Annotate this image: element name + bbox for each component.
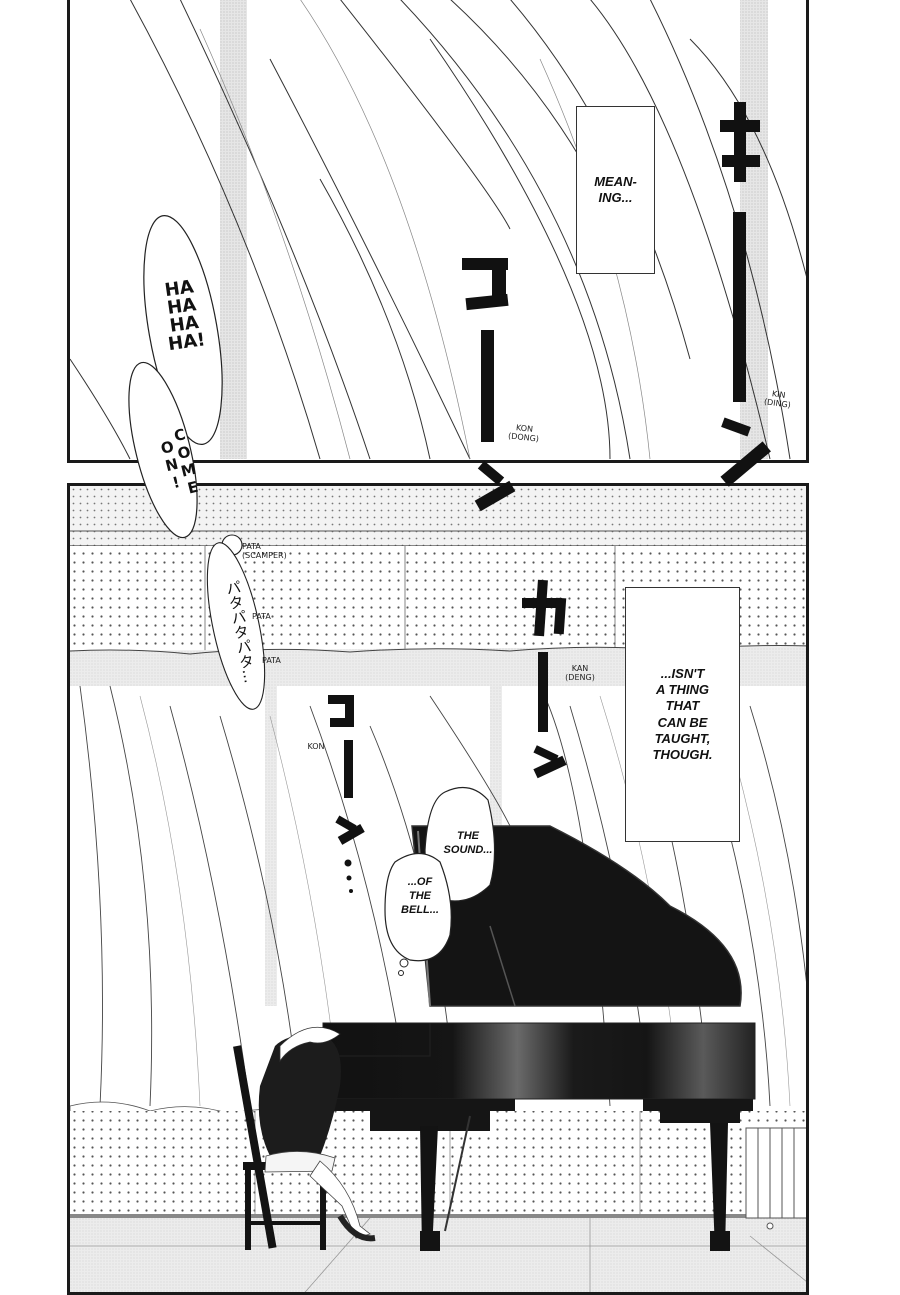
sfx-kan-glyph	[522, 579, 567, 779]
sfx-kon-glyph	[462, 258, 516, 512]
sfx-pata-translation-2: PATA	[252, 612, 271, 621]
sfx-kan-translation: KAN (DENG)	[565, 664, 595, 683]
sfx-kin-glyph	[720, 102, 771, 487]
speech-hahaha: HA HA HA HA!	[163, 276, 207, 356]
sfx-pata-translation-3: PATA	[262, 656, 281, 665]
thought-the-sound: THE SOUND...	[443, 830, 493, 856]
thought-of-the-bell: ...OF THE BELL...	[401, 876, 439, 916]
sfx-pata-translation-1: PATA (SCAMPER)	[242, 542, 287, 561]
sfx-kon2-glyph	[328, 695, 365, 893]
curtain-art	[70, 0, 806, 460]
caption-meaning: MEAN- ING...	[576, 106, 655, 274]
sfx-kon2-translation: KON	[307, 742, 325, 751]
caption-isnt-a-thing: ...ISN'T A THING THAT CAN BE TAUGHT, THO…	[625, 587, 740, 842]
